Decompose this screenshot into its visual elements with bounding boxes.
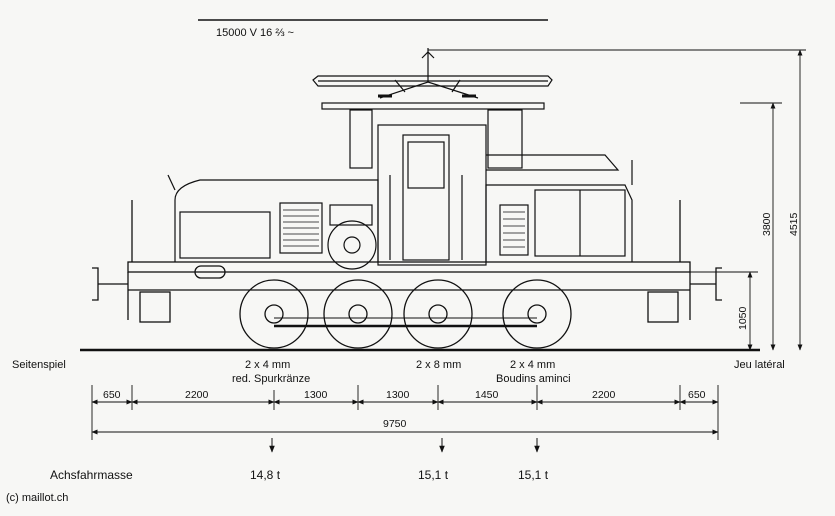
dim-height-platform: 1050 — [737, 306, 749, 330]
dim-segment-3: 1300 — [304, 389, 328, 401]
axle-load-arrows — [269, 438, 540, 453]
dim-segment-1: 650 — [103, 389, 121, 401]
lateral-play-label: Jeu latéral — [734, 359, 785, 371]
left-buffer — [92, 267, 128, 301]
dim-segment-6: 2200 — [592, 389, 616, 401]
thinned-flange-note: Boudins aminci — [496, 373, 571, 385]
dim-segment-7: 650 — [688, 389, 706, 401]
dim-height-roof: 3800 — [761, 212, 773, 236]
dim-segment-4: 1300 — [386, 389, 410, 401]
supply-voltage: 15000 V 16 ⅔ ~ — [216, 27, 294, 39]
height-dimensions — [690, 49, 803, 351]
dim-height-total: 4515 — [788, 212, 800, 236]
right-buffer — [690, 267, 722, 301]
cab-body — [321, 102, 620, 266]
dim-total-length: 9750 — [383, 418, 407, 430]
reduced-flange-note: red. Spurkränze — [232, 373, 310, 385]
wheel-4 — [502, 279, 572, 349]
right-hood — [485, 160, 633, 262]
side-play-label: Seitenspiel — [12, 359, 66, 371]
left-hood — [167, 174, 379, 270]
dim-segment-5: 1450 — [475, 389, 499, 401]
underframe — [92, 200, 722, 323]
wheel-1 — [239, 279, 309, 349]
axle-load-1: 14,8 t — [250, 468, 281, 482]
outer-axle-play: 2 x 4 mm — [245, 359, 290, 371]
dim-segment-2: 2200 — [185, 389, 209, 401]
copyright-notice: (c) maillot.ch — [6, 492, 68, 504]
axle-load-3: 15,1 t — [518, 468, 549, 482]
right-axle-play: 2 x 4 mm — [510, 359, 555, 371]
wheel-2 — [323, 279, 393, 349]
wheel-3 — [403, 279, 473, 349]
axle-load-label: Achsfahrmasse — [50, 468, 133, 482]
middle-axle-play: 2 x 8 mm — [416, 359, 461, 371]
axle-load-2: 15,1 t — [418, 468, 449, 482]
pantograph — [312, 48, 553, 99]
dimension-chain — [91, 385, 719, 440]
wheelset — [239, 279, 572, 349]
